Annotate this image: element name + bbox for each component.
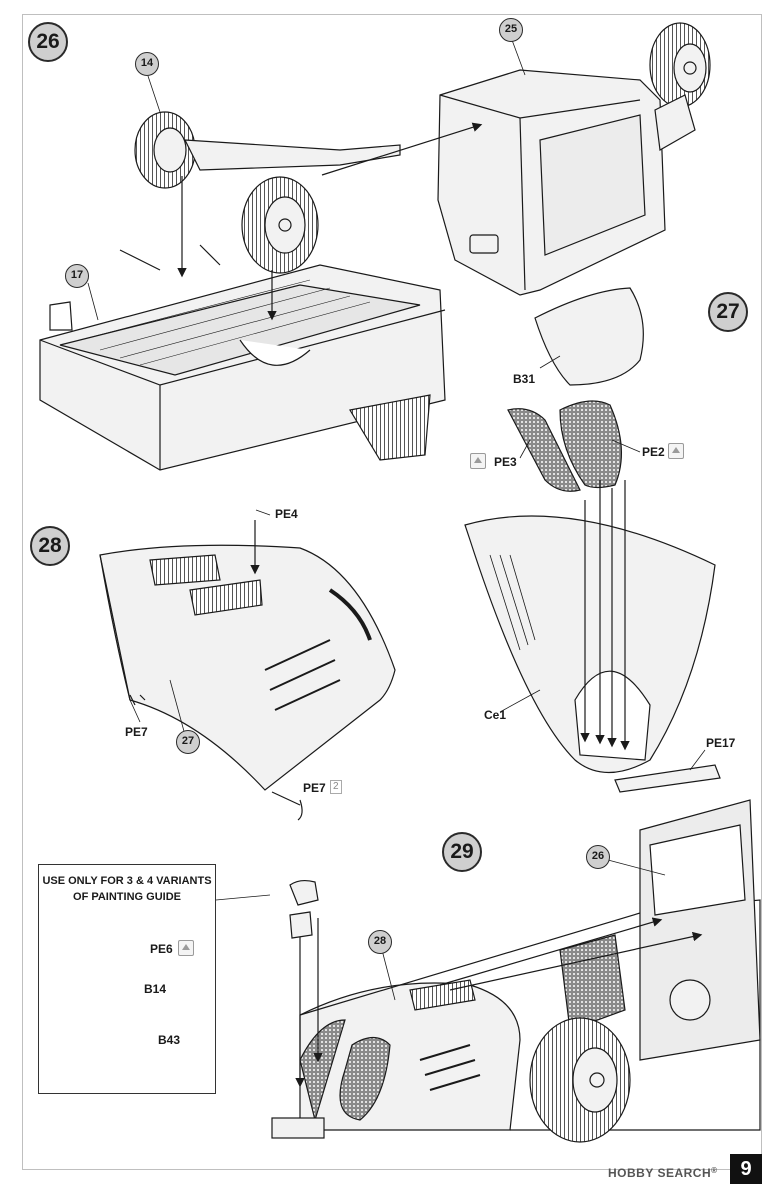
photo-etch-icon — [178, 940, 194, 956]
rear-wheel-top — [649, 22, 711, 151]
photo-etch-icon — [668, 443, 684, 459]
label-pe2: PE2 — [642, 445, 665, 459]
callout-part-26: 26 — [586, 845, 610, 869]
chassis-frame-17 — [39, 244, 446, 471]
label-b43: B43 — [158, 1033, 181, 1047]
quantity-badge: 2 — [330, 780, 342, 794]
callout-part-14: 14 — [135, 52, 159, 76]
grille-cover-b31 — [534, 287, 644, 386]
step-26: 26 — [28, 22, 68, 62]
step-29: 29 — [442, 832, 482, 872]
step-27: 27 — [708, 292, 748, 332]
label-pe3: PE3 — [494, 455, 517, 469]
callout-part-28: 28 — [368, 930, 392, 954]
watermark: HOBBY SEARCH® — [608, 1166, 718, 1180]
label-ce1: Ce1 — [484, 708, 507, 722]
mesh-pe2 — [559, 400, 622, 489]
assembled-vehicle — [271, 799, 761, 1143]
watermark-brand: HOBBY SEARCH — [608, 1166, 712, 1180]
label-pe7-left: PE7 — [125, 725, 148, 739]
cargo-box-25 — [437, 69, 666, 296]
label-b14: B14 — [144, 982, 167, 996]
note-line-2: OF PAINTING GUIDE — [73, 891, 181, 903]
front-shell-ce1 — [464, 515, 716, 774]
callout-part-17: 17 — [65, 264, 89, 288]
label-pe7-bottom: PE7 — [303, 781, 326, 795]
label-pe4: PE4 — [275, 507, 298, 521]
step-28: 28 — [30, 526, 70, 566]
note-line-1: USE ONLY FOR 3 & 4 VARIANTS — [42, 875, 212, 887]
label-pe17: PE17 — [706, 736, 736, 750]
callout-part-27: 27 — [176, 730, 200, 754]
page-number: 9 — [730, 1154, 762, 1184]
registered-mark: ® — [711, 1166, 718, 1175]
front-axle-14 — [134, 111, 401, 274]
callout-part-25: 25 — [499, 18, 523, 42]
page-frame — [22, 14, 762, 1170]
mesh-pe3 — [507, 408, 581, 492]
label-b31: B31 — [513, 372, 536, 386]
label-pe6: PE6 — [150, 942, 173, 956]
plate-pe17 — [614, 764, 721, 793]
front-fairing-27 — [99, 544, 396, 791]
variant-note-box: USE ONLY FOR 3 & 4 VARIANTS OF PAINTING … — [38, 864, 216, 1094]
photo-etch-icon — [470, 453, 486, 469]
